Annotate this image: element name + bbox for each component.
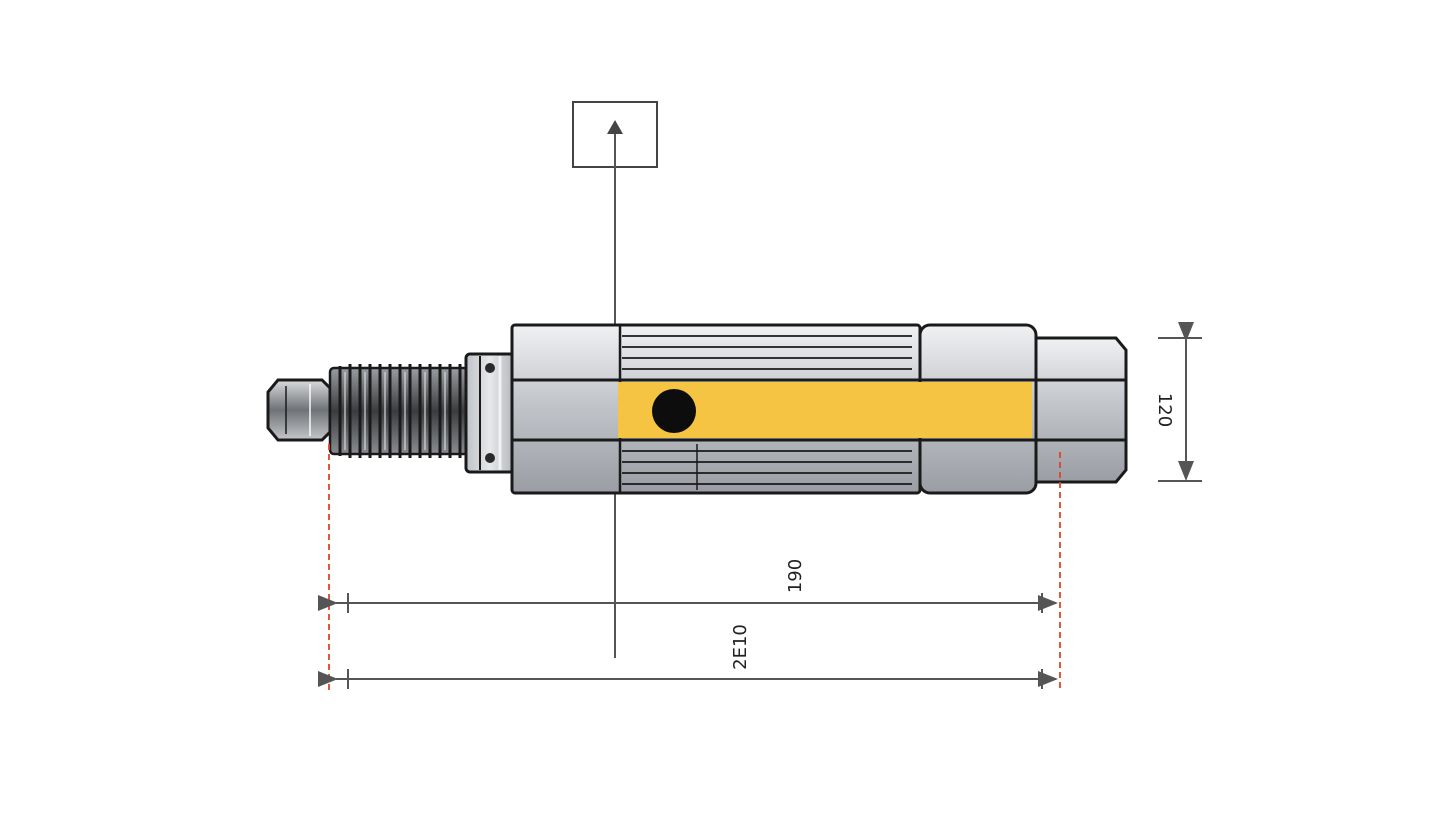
overall-length-dimension: 2E10 — [318, 624, 1058, 689]
inner-length-dimension: 190 — [318, 559, 1058, 613]
arrow-up-icon — [607, 120, 623, 134]
threaded-section — [328, 364, 470, 458]
overall-length-label: 2E10 — [730, 624, 751, 670]
height-label: 120 — [1154, 393, 1175, 427]
filled-circle-icon — [652, 389, 696, 433]
collar — [464, 352, 516, 474]
inner-length-label: 190 — [785, 559, 806, 593]
extension-lines — [328, 444, 1061, 692]
height-dimension: 120 — [1154, 322, 1202, 482]
end-cap — [1034, 336, 1128, 484]
fitting-tip — [266, 378, 332, 442]
fitting-assembly — [266, 323, 1128, 495]
